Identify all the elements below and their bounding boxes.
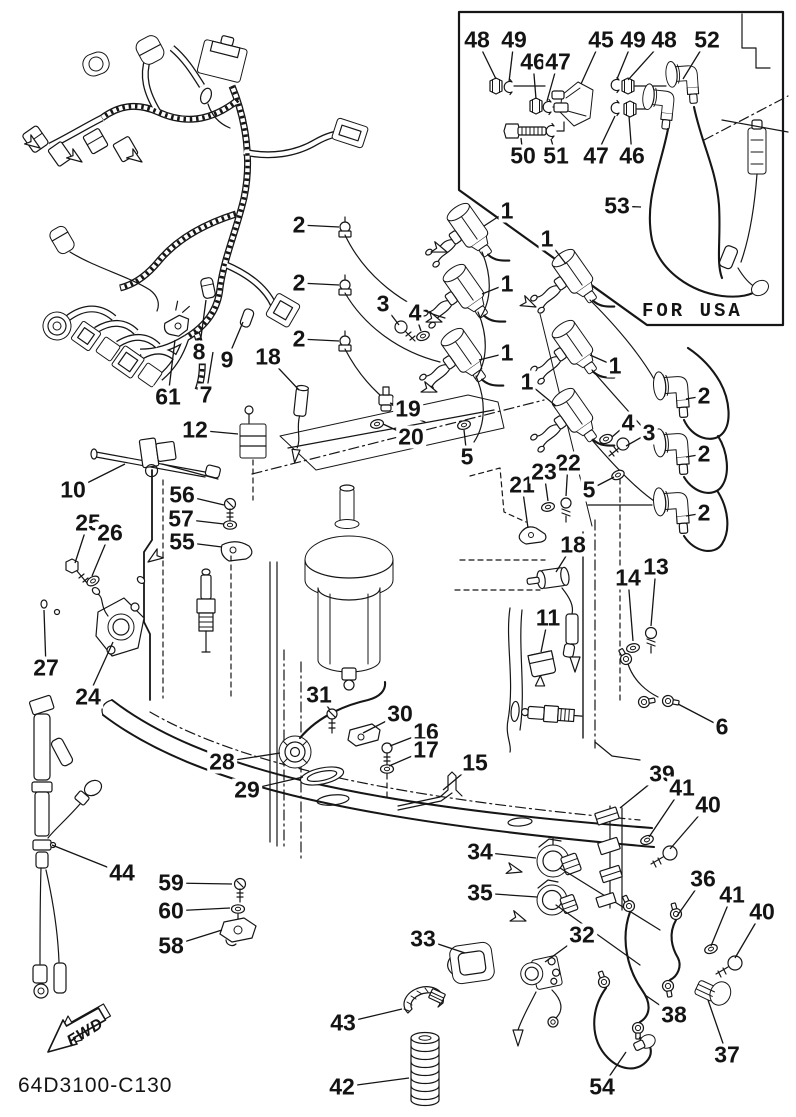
spark-plug-bottom-art	[510, 700, 583, 723]
starter-motor-art	[304, 484, 394, 691]
spring-art	[410, 1031, 440, 1107]
wire-harness-art	[22, 35, 369, 390]
drawing-code: 64D3100-C130	[18, 1074, 173, 1097]
inset-box	[457, 10, 789, 327]
plug-caps-art	[652, 346, 730, 553]
inset-parts	[489, 13, 789, 298]
small-parts-art	[28, 216, 743, 1107]
fwd-arrow	[47, 1003, 112, 1053]
ignition-coils-art	[405, 198, 659, 504]
shift-linkage-art	[90, 437, 221, 480]
wire-clip-61	[163, 300, 190, 337]
engine-block-art	[101, 313, 655, 861]
battery-cable-art	[28, 694, 103, 999]
spark-plug-left-art	[196, 568, 216, 653]
leader-lines	[43, 39, 763, 1088]
inset-caption: FOR USA	[642, 300, 743, 322]
